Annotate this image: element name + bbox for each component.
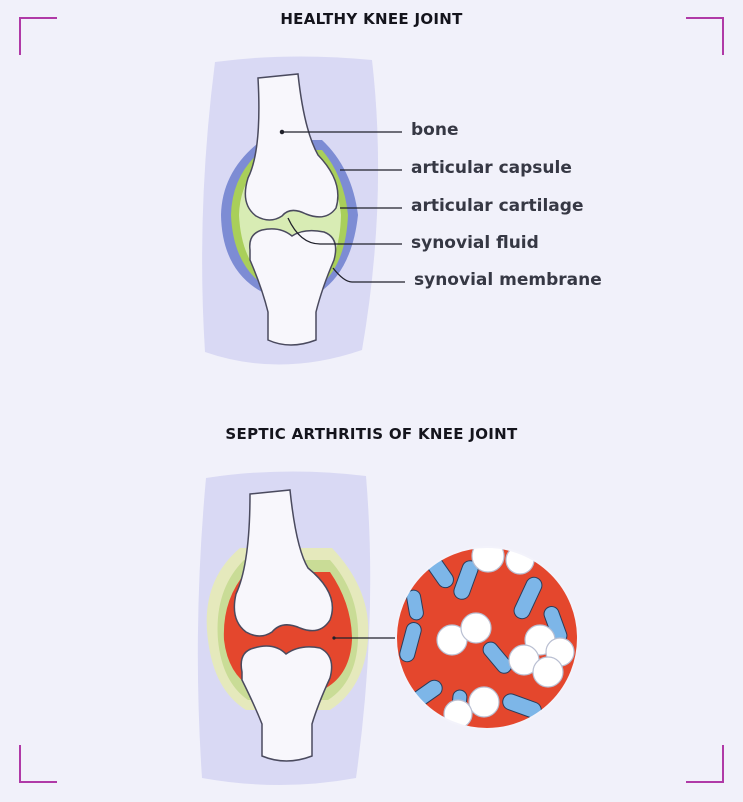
- white-blood-cell: [471, 547, 505, 573]
- septic-femur: [233, 489, 334, 637]
- septic-knee-illustration: [197, 471, 579, 785]
- white-blood-cell: [460, 612, 492, 644]
- label-articular-cartilage: articular cartilage: [411, 196, 584, 216]
- label-bone: bone: [411, 120, 459, 140]
- corner-mark-top-right: [686, 17, 724, 55]
- septic-tibia: [240, 645, 333, 762]
- magnified-view: [395, 546, 579, 730]
- white-blood-cell: [468, 686, 500, 718]
- healthy-knee-illustration: [202, 56, 405, 365]
- white-blood-cell: [532, 656, 564, 688]
- healthy-femur: [244, 73, 339, 221]
- bacterium: [399, 622, 422, 663]
- magnifier-pointer-dot: [332, 636, 336, 640]
- healthy-knee-title: HEALTHY KNEE JOINT: [280, 10, 463, 28]
- white-blood-cells: [436, 547, 575, 729]
- bacterium: [406, 589, 424, 621]
- magnified-view-border: [395, 546, 579, 730]
- corner-marks: [19, 17, 724, 783]
- healthy-tibia: [249, 228, 337, 346]
- label-articular-capsule: articular capsule: [411, 158, 572, 178]
- label-synovial-fluid: synovial fluid: [411, 233, 539, 253]
- corner-mark-bottom-left: [19, 745, 57, 783]
- membrane-leader-line: [332, 267, 405, 283]
- corner-mark-top-left: [19, 17, 57, 55]
- bacterium: [482, 641, 513, 674]
- bacterium: [513, 576, 543, 620]
- corner-mark-bottom-right: [686, 745, 724, 783]
- septic-arthritis-title: SEPTIC ARTHRITIS OF KNEE JOINT: [225, 425, 518, 443]
- fluid-leader-line: [287, 217, 402, 245]
- healthy-leader-lines: [279, 129, 405, 283]
- label-synovial-membrane: synovial membrane: [414, 270, 602, 290]
